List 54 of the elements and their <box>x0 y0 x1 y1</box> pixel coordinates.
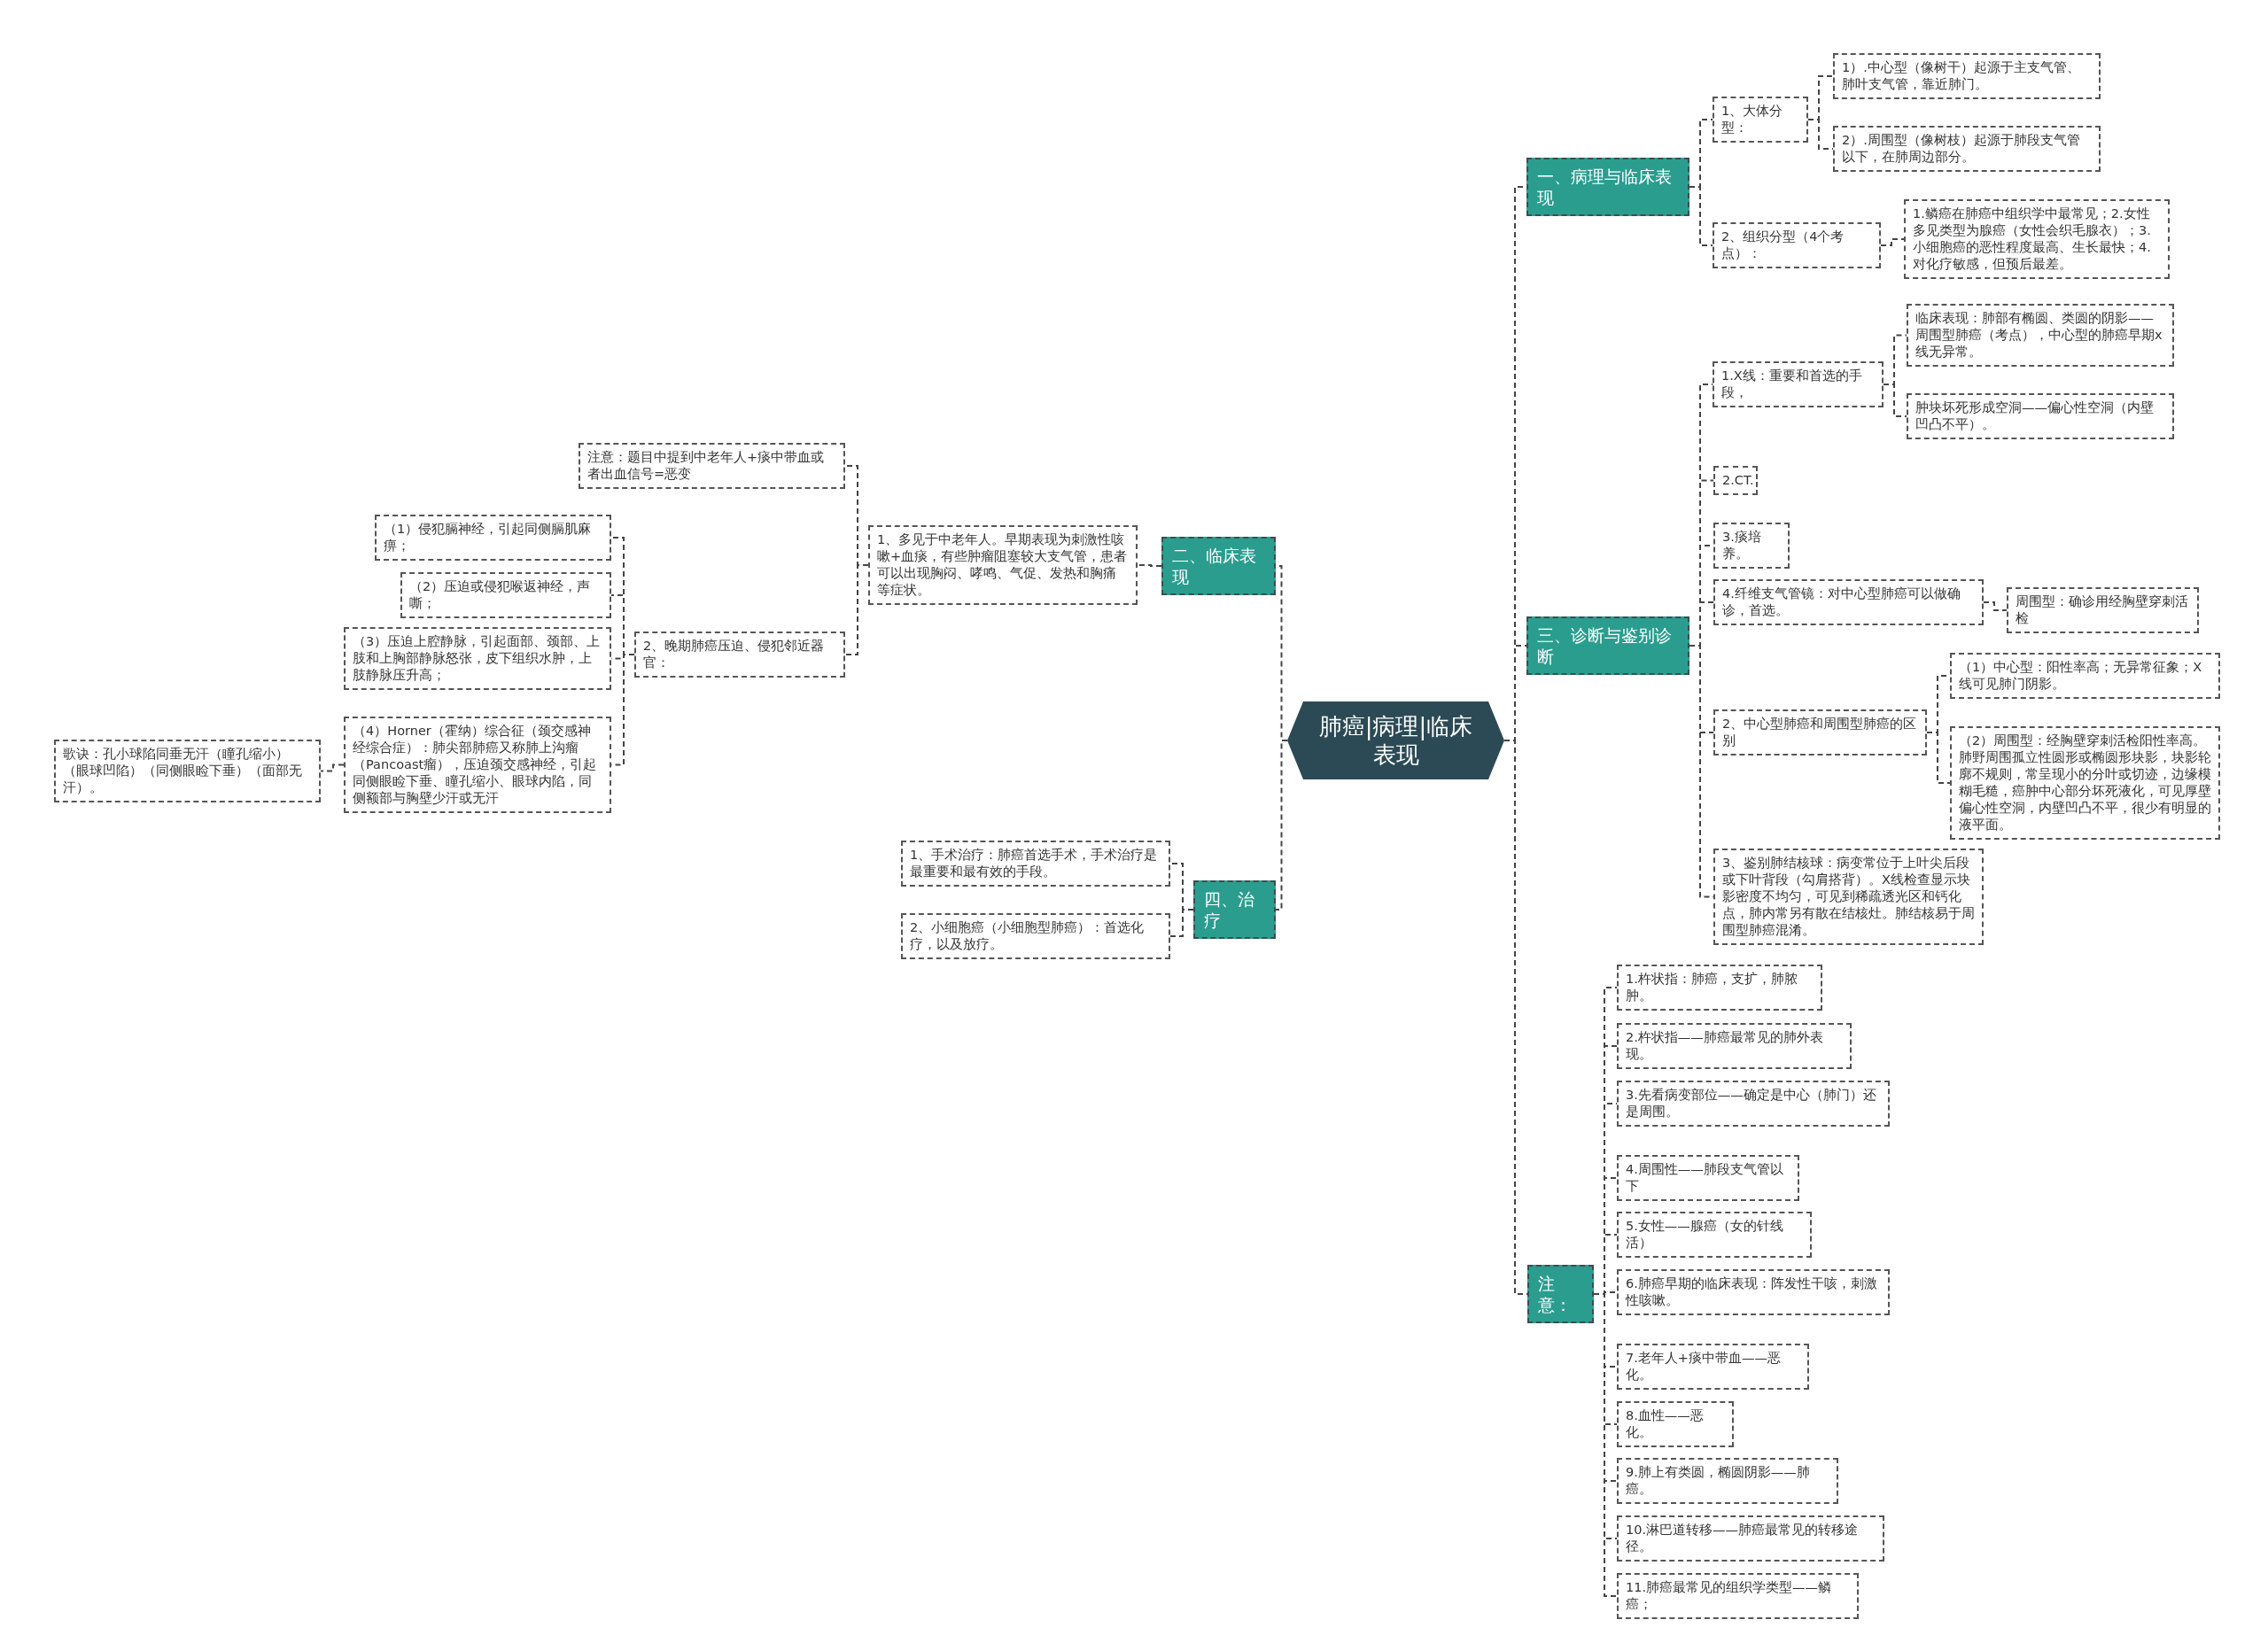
topic-box: 2）.周围型（像树枝）起源于肺段支气管以下，在肺周边部分。 <box>1833 126 2101 172</box>
topic-box: 8.血性——恶化。 <box>1617 1401 1734 1447</box>
topic-box: （2）压迫或侵犯喉返神经，声嘶； <box>400 572 611 618</box>
topic-box: 7.老年人+痰中带血——恶化。 <box>1617 1344 1809 1390</box>
topic-box: 1）.中心型（像树干）起源于主支气管、肺叶支气管，靠近肺门。 <box>1833 53 2101 99</box>
branch-topic: 四、治疗 <box>1193 880 1276 939</box>
topic-box: 2.CT. <box>1713 466 1758 495</box>
topic-box: （1）侵犯膈神经，引起同侧膈肌麻痹； <box>375 515 611 561</box>
connector <box>320 763 345 772</box>
topic-box: 1.鳞癌在肺癌中组织学中最常见；2.女性多见类型为腺癌（女性会织毛腺衣）；3.小细胞癌的恶性程度最高、生长最快；4.对化疗敏感，但预后最差。 <box>1904 199 2170 279</box>
topic-box: 11.肺癌最常见的组织学类型——鳞癌； <box>1617 1573 1859 1619</box>
topic-box: （2）周围型：经胸壁穿刺活检阳性率高。肺野周围孤立性圆形或椭圆形块影，块影轮廓不规则，常呈现小的分叶或切迹，边缘模糊毛糙，癌肿中心部分坏死液化，可见厚壁偏心性空洞，内壁凹凸不平，很少有明显的液平面。 <box>1950 726 2220 840</box>
topic-box: 4.周围性——肺段支气管以下 <box>1617 1155 1799 1201</box>
connector <box>1137 564 1162 567</box>
topic-box: 2、小细胞癌（小细胞型肺癌）：首选化疗，以及放疗。 <box>901 913 1170 959</box>
topic-box: 2、组织分型（4个考点）： <box>1713 222 1881 268</box>
topic-box: 注意：题目中提到中老年人+痰中带血或者出血信号=恶变 <box>579 443 845 489</box>
connector <box>1689 186 1713 246</box>
topic-box: 肿块坏死形成空洞——偏心性空洞（内壁凹凸不平）。 <box>1907 393 2174 439</box>
connector <box>1593 1293 1618 1597</box>
connector <box>1883 384 1907 417</box>
topic-box: 6.肺癌早期的临床表现：阵发性干咳，刺激性咳嗽。 <box>1617 1269 1890 1315</box>
topic-box: 临床表现：肺部有椭圆、类圆的阴影——周围型肺癌（考点），中心型的肺癌早期x线无异常。 <box>1907 304 2174 367</box>
branch-topic: 注意： <box>1527 1265 1594 1323</box>
connector <box>1275 740 1288 911</box>
topic-box: 2.杵状指——肺癌最常见的肺外表现。 <box>1617 1023 1852 1069</box>
topic-box: 3.先看病变部位——确定是中心（肺门）还是周围。 <box>1617 1081 1890 1127</box>
branch-topic: 三、诊断与鉴别诊断 <box>1526 616 1689 675</box>
topic-box: 5.女性——腺癌（女的针线活） <box>1617 1212 1812 1258</box>
topic-box: 4.纤维支气管镜：对中心型肺癌可以做确诊，首选。 <box>1713 579 1984 625</box>
topic-box: 1.X线：重要和首选的手段， <box>1713 361 1884 407</box>
connector <box>1983 601 2008 611</box>
topic-box: 周围型：确诊用经胸壁穿刺活检 <box>2007 587 2199 633</box>
topic-box: 1.杵状指：肺癌，支扩，肺脓肿。 <box>1617 965 1822 1011</box>
topic-box: 1、手术治疗：肺癌首选手术，手术治疗是最重要和最有效的手段。 <box>901 841 1170 887</box>
topic-box: （1）中心型：阳性率高；无异常征象；X线可见肺门阴影。 <box>1950 653 2220 699</box>
topic-box: 1、多见于中老年人。早期表现为刺激性咳嗽+血痰，有些肿瘤阻塞较大支气管，患者可以出现胸闷、哮鸣、气促、发热和胸痛等症状。 <box>868 525 1138 605</box>
topic-box: （3）压迫上腔静脉，引起面部、颈部、上肢和上胸部静脉怒张，皮下组织水肿，上肢静脉压升高； <box>344 627 611 690</box>
connector <box>844 564 869 655</box>
topic-box: 10.淋巴道转移——肺癌最常见的转移途径。 <box>1617 1515 1884 1562</box>
topic-box: 2、晚期肺癌压迫、侵犯邻近器官： <box>634 632 845 678</box>
connector <box>1880 238 1905 246</box>
topic-box: 1、大体分型： <box>1713 97 1808 143</box>
topic-box: 3、鉴别肺结核球：病变常位于上叶尖后段或下叶背段（勾肩搭背）。X线检查显示块影密度不均匀，可见到稀疏透光区和钙化点，肺内常另有散在结核灶。肺结核易于周围型肺癌混淆。 <box>1713 849 1984 945</box>
topic-box: 9.肺上有类圆，椭圆阴影——肺癌。 <box>1617 1458 1838 1504</box>
topic-box: 2、中心型肺癌和周围型肺癌的区别 <box>1713 709 1927 756</box>
branch-topic: 一、病理与临床表现 <box>1526 158 1689 216</box>
connector <box>1926 732 1951 784</box>
branch-topic: 二、临床表现 <box>1161 537 1276 595</box>
topic-box: 歌诀：孔小球陷同垂无汗（瞳孔缩小）（眼球凹陷）（同侧眼睑下垂）（面部无汗）。 <box>54 740 321 802</box>
topic-box: 3.痰培养。 <box>1713 523 1790 569</box>
topic-box: （4）Horner（霍纳）综合征（颈交感神经综合症）：肺尖部肺癌又称肺上沟瘤（Pancoast瘤），压迫颈交感神经，引起同侧眼睑下垂、瞳孔缩小、眼球内陷，同侧额部与胸壁少汗或无汗 <box>344 717 611 813</box>
central-topic: 肺癌|病理|临床表现 <box>1287 701 1504 779</box>
connector <box>1169 909 1194 937</box>
